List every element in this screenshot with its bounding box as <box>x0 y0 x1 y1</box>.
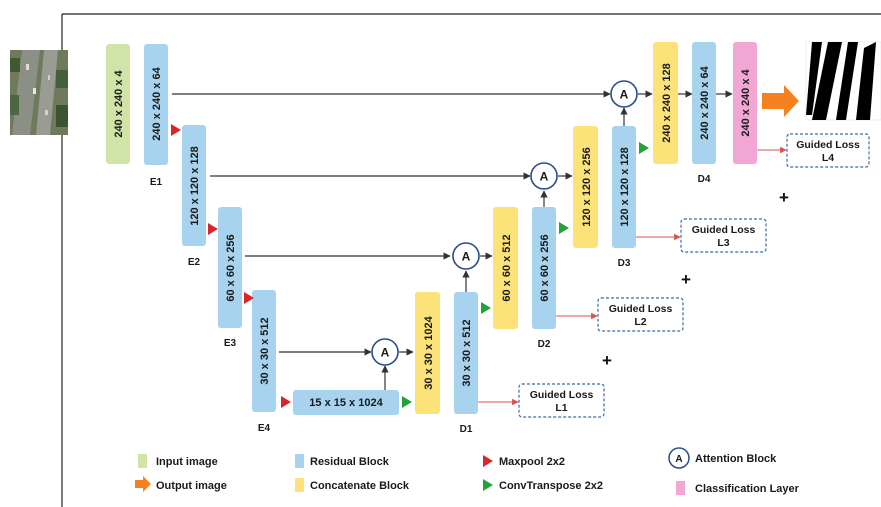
guided-loss-l1-title: Guided Loss <box>530 389 594 401</box>
guided-loss-l4-title: Guided Loss <box>796 139 860 151</box>
encoder-block-e2-label: 120 x 120 x 128 <box>189 146 201 226</box>
node-label-e2: E2 <box>188 257 201 268</box>
convtranspose-icon-3 <box>559 222 569 234</box>
encoder-block-e1-label: 240 x 240 x 64 <box>151 66 163 140</box>
guided-loss-l3: Guided Loss L3 <box>680 218 767 253</box>
decoder-block-d1-label: 30 x 30 x 512 <box>461 319 473 386</box>
attention-block-2-label: A <box>462 250 471 264</box>
encoder-block-e4 <box>252 290 276 412</box>
attention-block-3-label: A <box>540 170 549 184</box>
legend-classification-swatch <box>676 481 685 495</box>
classification-block-label: 240 x 240 x 4 <box>740 68 752 136</box>
encoder-block-e1 <box>144 44 168 165</box>
attention-block-1: A <box>371 338 399 366</box>
attention-block-2: A <box>452 242 480 270</box>
guided-loss-l1: Guided Loss L1 <box>518 383 605 418</box>
legend-convtranspose-icon <box>483 479 493 491</box>
input-satellite-image <box>10 50 68 135</box>
guided-loss-l3-title: Guided Loss <box>692 224 756 236</box>
classification-block <box>733 42 757 164</box>
input-block <box>106 44 130 164</box>
encoder-block-e3 <box>218 207 242 328</box>
decoder-block-d4 <box>692 42 716 164</box>
node-label-e1: E1 <box>150 177 163 188</box>
maxpool-icon-3 <box>244 292 254 304</box>
legend-concat-label: Concatenate Block <box>310 480 410 492</box>
decoder-block-d3 <box>612 126 636 248</box>
legend-input-swatch <box>138 454 147 468</box>
concat-block-2 <box>493 207 518 329</box>
attention-block-4: A <box>610 80 638 108</box>
legend: Input image Output image Residual Block … <box>135 447 800 495</box>
guided-loss-l1-id: L1 <box>555 402 567 414</box>
plus-sign-1: + <box>602 351 612 370</box>
convtranspose-icon-4 <box>639 142 649 154</box>
legend-residual-swatch <box>295 454 304 468</box>
decoder-block-d2 <box>532 207 556 329</box>
convtranspose-icon-1 <box>402 396 412 408</box>
concat-block-1-label: 30 x 30 x 1024 <box>423 315 435 389</box>
encoder-block-e3-label: 60 x 60 x 256 <box>225 234 237 301</box>
node-label-e4: E4 <box>258 423 271 434</box>
legend-maxpool-label: Maxpool 2x2 <box>499 456 565 468</box>
output-arrow-icon <box>762 85 799 117</box>
maxpool-icon-1 <box>171 124 181 136</box>
plus-sign-2: + <box>681 270 691 289</box>
node-label-e3: E3 <box>224 338 237 349</box>
plus-sign-3: + <box>779 188 789 207</box>
legend-attention-label: Attention Block <box>695 453 777 465</box>
guided-loss-l4: Guided Loss L4 <box>786 133 870 168</box>
bottleneck-block-label: 15 x 15 x 1024 <box>309 397 383 409</box>
legend-concat-swatch <box>295 478 304 492</box>
legend-input-label: Input image <box>156 456 218 468</box>
concat-block-4 <box>653 42 678 164</box>
decoder-block-d1 <box>454 292 478 414</box>
maxpool-icon-2 <box>208 223 218 235</box>
attention-block-1-label: A <box>381 346 390 360</box>
convtranspose-icon-2 <box>481 302 491 314</box>
guided-loss-l4-id: L4 <box>822 152 834 164</box>
legend-classification-label: Classification Layer <box>695 483 800 495</box>
node-label-d4: D4 <box>698 174 711 185</box>
node-label-d3: D3 <box>618 258 631 269</box>
guided-loss-l2-title: Guided Loss <box>609 303 673 315</box>
legend-attention-icon-label: A <box>675 454 682 465</box>
attention-block-4-label: A <box>620 88 629 102</box>
decoder-block-d2-label: 60 x 60 x 256 <box>539 234 551 301</box>
decoder-block-d4-label: 240 x 240 x 64 <box>699 65 711 139</box>
encoder-block-e4-label: 30 x 30 x 512 <box>259 317 271 384</box>
bottleneck-block <box>293 390 399 415</box>
guided-loss-l3-id: L3 <box>717 237 729 249</box>
concat-block-3 <box>573 126 598 248</box>
attention-block-3: A <box>530 162 558 190</box>
legend-output-arrow-icon <box>135 476 151 492</box>
concat-block-3-label: 120 x 120 x 256 <box>581 147 593 227</box>
legend-convtranspose-label: ConvTranspose 2x2 <box>499 480 603 492</box>
node-label-d2: D2 <box>538 339 551 350</box>
concat-block-2-label: 60 x 60 x 512 <box>501 234 513 301</box>
node-label-d1: D1 <box>460 424 473 435</box>
legend-attention-icon <box>668 447 690 469</box>
legend-output-label: Output image <box>156 480 227 492</box>
decoder-block-d3-label: 120 x 120 x 128 <box>619 147 631 227</box>
concat-block-1 <box>415 292 440 414</box>
concat-block-4-label: 240 x 240 x 128 <box>661 63 673 143</box>
encoder-block-e2 <box>182 125 206 246</box>
legend-residual-label: Residual Block <box>310 456 390 468</box>
guided-loss-l2: Guided Loss L2 <box>597 297 684 332</box>
output-mask-image <box>805 41 881 121</box>
maxpool-icon-4 <box>281 396 291 408</box>
guided-loss-l2-id: L2 <box>634 316 646 328</box>
legend-maxpool-icon <box>483 455 493 467</box>
input-block-label: 240 x 240 x 4 <box>113 69 125 137</box>
